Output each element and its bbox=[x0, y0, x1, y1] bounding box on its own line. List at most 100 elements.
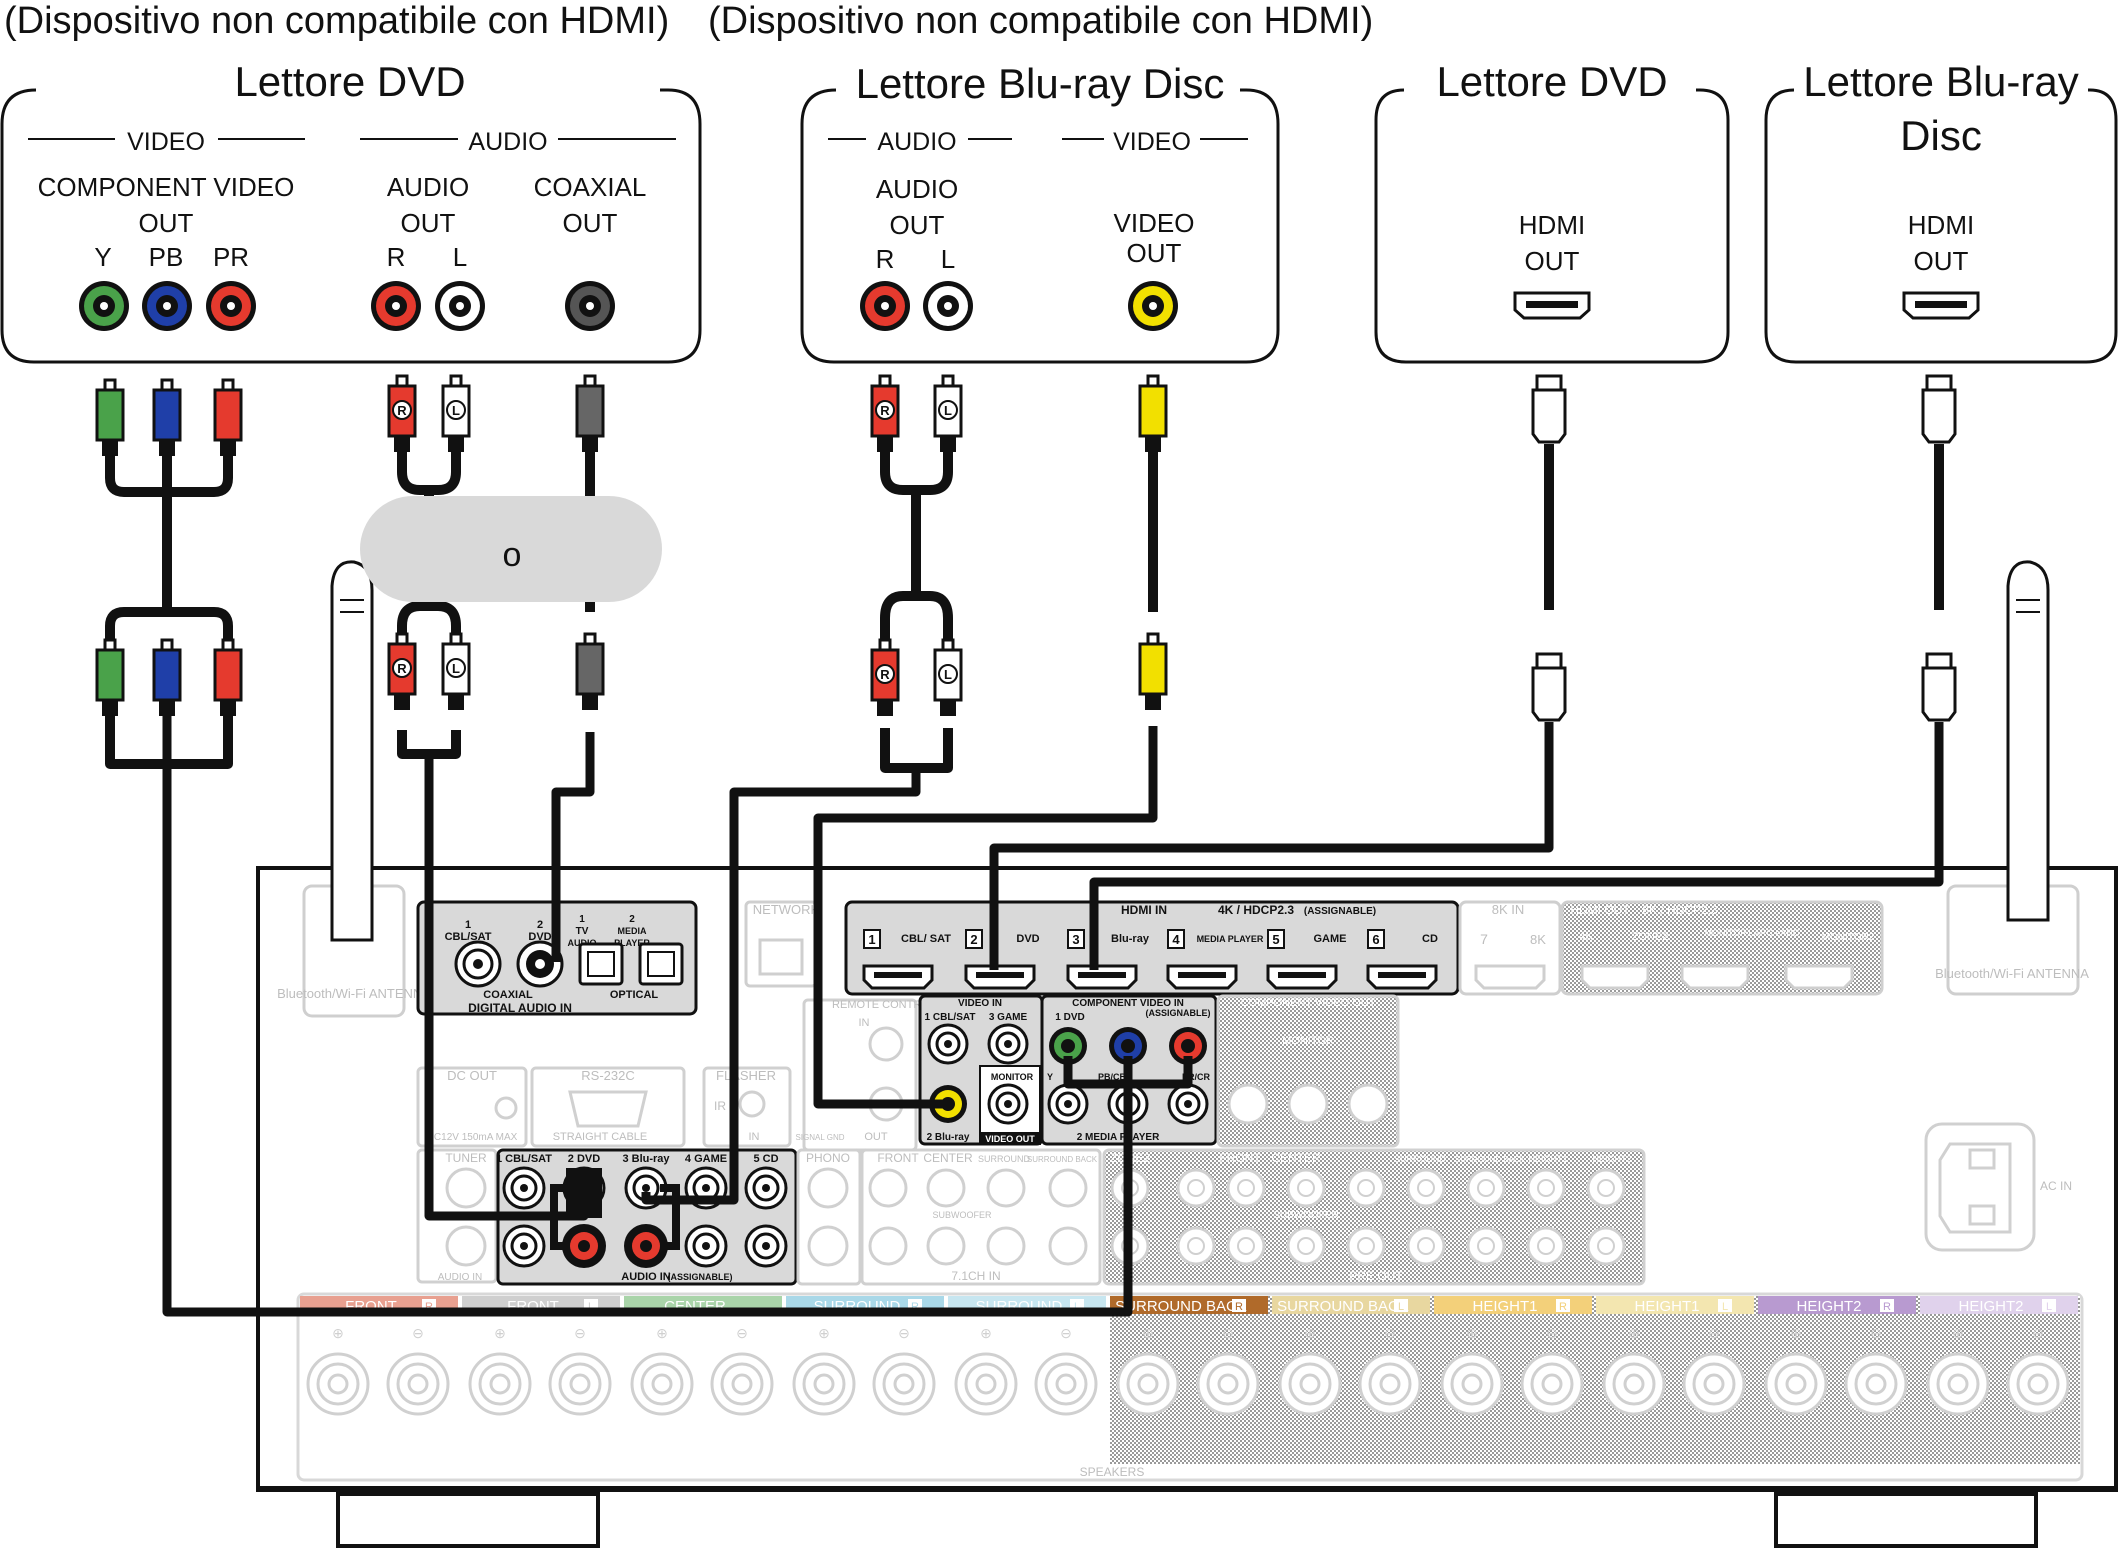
speaker-terminal[interactable]: ⊕ bbox=[1440, 1325, 1504, 1416]
component-monitor-label: MONITOR bbox=[1282, 1035, 1334, 1047]
pre-out-jack[interactable] bbox=[1346, 1226, 1386, 1266]
jack-pb[interactable] bbox=[142, 281, 192, 331]
coaxial-in-2[interactable] bbox=[516, 940, 564, 988]
jack-audio-r[interactable] bbox=[371, 281, 421, 331]
video-out-jack[interactable] bbox=[987, 1083, 1029, 1125]
hdmi-in-7-port[interactable] bbox=[1474, 964, 1546, 990]
jack-audio-l[interactable] bbox=[435, 281, 485, 331]
speaker-terminal[interactable]: ⊕ bbox=[630, 1325, 694, 1416]
speaker-channel-label: HEIGHT1 bbox=[1472, 1298, 1537, 1315]
rca-plug bbox=[575, 374, 605, 452]
component-pr-label: PR/CR bbox=[1182, 1072, 1211, 1082]
network-port[interactable]: NETWORK bbox=[744, 900, 820, 988]
component-in-2-y-jack[interactable] bbox=[1047, 1083, 1089, 1125]
speaker-terminal[interactable]: ⊖ bbox=[1358, 1325, 1422, 1416]
dc-spec-label: DC12V 150mA MAX bbox=[427, 1132, 518, 1143]
video-in-1-jack[interactable] bbox=[927, 1023, 969, 1065]
component-video-label: COMPONENT VIDEO bbox=[38, 172, 295, 202]
pre-out-height2-label: HEIGHT2 bbox=[1592, 1154, 1631, 1164]
bluray-jack-video[interactable] bbox=[1128, 281, 1178, 331]
pre-out-jack[interactable] bbox=[1226, 1168, 1266, 1208]
speaker-terminal[interactable]: ⊖ bbox=[1196, 1325, 1260, 1416]
speaker-terminal[interactable]: ⊕ bbox=[1602, 1325, 1666, 1416]
bluray-jack-l-label: L bbox=[941, 244, 955, 274]
speaker-channel-band bbox=[1434, 1296, 1592, 1314]
audio-in-jack[interactable] bbox=[684, 1224, 728, 1268]
speaker-terminal[interactable]: ⊖ bbox=[1520, 1325, 1584, 1416]
speaker-terminal[interactable]: ⊕ bbox=[1278, 1325, 1342, 1416]
rs232c-port[interactable] bbox=[568, 1090, 648, 1128]
pre-out-jack[interactable] bbox=[1286, 1226, 1326, 1266]
pre-out-jack[interactable] bbox=[1406, 1226, 1446, 1266]
bluray-jack-audio-r[interactable] bbox=[860, 281, 910, 331]
speaker-terminal[interactable]: ⊖ bbox=[710, 1325, 774, 1416]
pre-out-jack[interactable] bbox=[1526, 1168, 1566, 1208]
pre-out-jack[interactable] bbox=[1176, 1168, 1216, 1208]
speaker-terminal[interactable]: ⊖ bbox=[386, 1325, 450, 1416]
component-in-pr-jack[interactable] bbox=[1169, 1027, 1207, 1065]
component-in-2-pr-jack[interactable] bbox=[1167, 1083, 1209, 1125]
svg-text:⊖: ⊖ bbox=[1870, 1325, 1882, 1341]
hdmi-out-monitor2-port[interactable] bbox=[1784, 964, 1854, 990]
video-group-label: VIDEO bbox=[127, 128, 205, 156]
audio-in-jack[interactable] bbox=[502, 1224, 546, 1268]
pre-out-jack[interactable] bbox=[1286, 1168, 1326, 1208]
speaker-terminal[interactable]: ⊕ bbox=[306, 1325, 370, 1416]
speaker-terminal[interactable]: ⊖ bbox=[1844, 1325, 1908, 1416]
svg-text:⊕: ⊕ bbox=[656, 1325, 668, 1341]
speaker-terminal[interactable]: ⊖ bbox=[1682, 1325, 1746, 1416]
hdmi-in-port-slot bbox=[1178, 972, 1226, 978]
pre-out-jack[interactable] bbox=[1586, 1168, 1626, 1208]
pre-out-jack[interactable] bbox=[1526, 1226, 1566, 1266]
pre-out-surround-back-label: SURROUND BACK bbox=[1455, 1155, 1526, 1164]
dvd-hdmi-port[interactable] bbox=[1513, 291, 1591, 320]
audio-in-jack[interactable] bbox=[502, 1166, 546, 1210]
speaker-terminal[interactable]: ⊕ bbox=[1116, 1325, 1180, 1416]
speaker-terminal[interactable]: ⊖ bbox=[2006, 1325, 2070, 1416]
coaxial-in-1[interactable] bbox=[454, 940, 502, 988]
speaker-terminal[interactable]: ⊕ bbox=[1926, 1325, 1990, 1416]
pre-out-jack[interactable] bbox=[1466, 1226, 1506, 1266]
speaker-terminal[interactable]: ⊕ bbox=[1764, 1325, 1828, 1416]
bluray-hdmi-port[interactable] bbox=[1902, 291, 1980, 320]
speaker-terminal[interactable]: ⊖ bbox=[548, 1325, 612, 1416]
video-in-3-jack[interactable] bbox=[987, 1023, 1029, 1065]
pre-out-jack[interactable] bbox=[1406, 1168, 1446, 1208]
rca-plug: R bbox=[387, 632, 417, 710]
jack-y[interactable] bbox=[79, 281, 129, 331]
jack-pr[interactable] bbox=[206, 281, 256, 331]
pre-out-jack[interactable] bbox=[1466, 1168, 1506, 1208]
hdmi-in-port-slot bbox=[1078, 972, 1126, 978]
pre-out-jack[interactable] bbox=[1586, 1226, 1626, 1266]
rca-plug: L bbox=[441, 374, 471, 452]
speaker-terminal[interactable]: ⊖ bbox=[872, 1325, 936, 1416]
speaker-terminal[interactable]: ⊕ bbox=[954, 1325, 1018, 1416]
hdmi-plug bbox=[1531, 374, 1567, 444]
speaker-terminal[interactable]: ⊕ bbox=[468, 1325, 532, 1416]
network-label: NETWORK bbox=[753, 902, 820, 917]
pre-out-jack[interactable] bbox=[1226, 1226, 1266, 1266]
jack-coaxial[interactable] bbox=[565, 281, 615, 331]
hdmi-in-number-box bbox=[1367, 929, 1385, 949]
speaker-terminal[interactable]: ⊖ bbox=[1034, 1325, 1098, 1416]
audio-in-jack[interactable] bbox=[744, 1224, 788, 1268]
rca-plug: L bbox=[933, 638, 963, 716]
audio-in-jack[interactable] bbox=[744, 1166, 788, 1210]
component-in-pb-jack[interactable] bbox=[1109, 1027, 1147, 1065]
ac-in-socket[interactable]: AC IN bbox=[1924, 1122, 2072, 1252]
flasher-section: FLASHER IR IN bbox=[702, 1066, 792, 1148]
optical-in-1[interactable] bbox=[578, 942, 624, 986]
pre-out-jack[interactable] bbox=[1346, 1168, 1386, 1208]
pre-out-jack[interactable] bbox=[1176, 1226, 1216, 1266]
hdmi-out-monitor1-port[interactable] bbox=[1680, 964, 1750, 990]
seven-one-subwoofer-label: SUBWOOFER bbox=[932, 1210, 992, 1220]
speaker-terminal[interactable]: ⊕ bbox=[792, 1325, 856, 1416]
optical-in-2[interactable] bbox=[638, 942, 684, 986]
seven-one-in-label: 7.1CH IN bbox=[951, 1269, 1000, 1283]
hdmi-out-zone2-port[interactable] bbox=[1580, 964, 1650, 990]
rca-plug bbox=[1138, 632, 1168, 710]
bluray-jack-audio-l[interactable] bbox=[923, 281, 973, 331]
speaker-side-label: L bbox=[1398, 1301, 1404, 1313]
component-in-y-jack[interactable] bbox=[1049, 1027, 1087, 1065]
hdmi-in-source-label: GAME bbox=[1314, 933, 1347, 945]
